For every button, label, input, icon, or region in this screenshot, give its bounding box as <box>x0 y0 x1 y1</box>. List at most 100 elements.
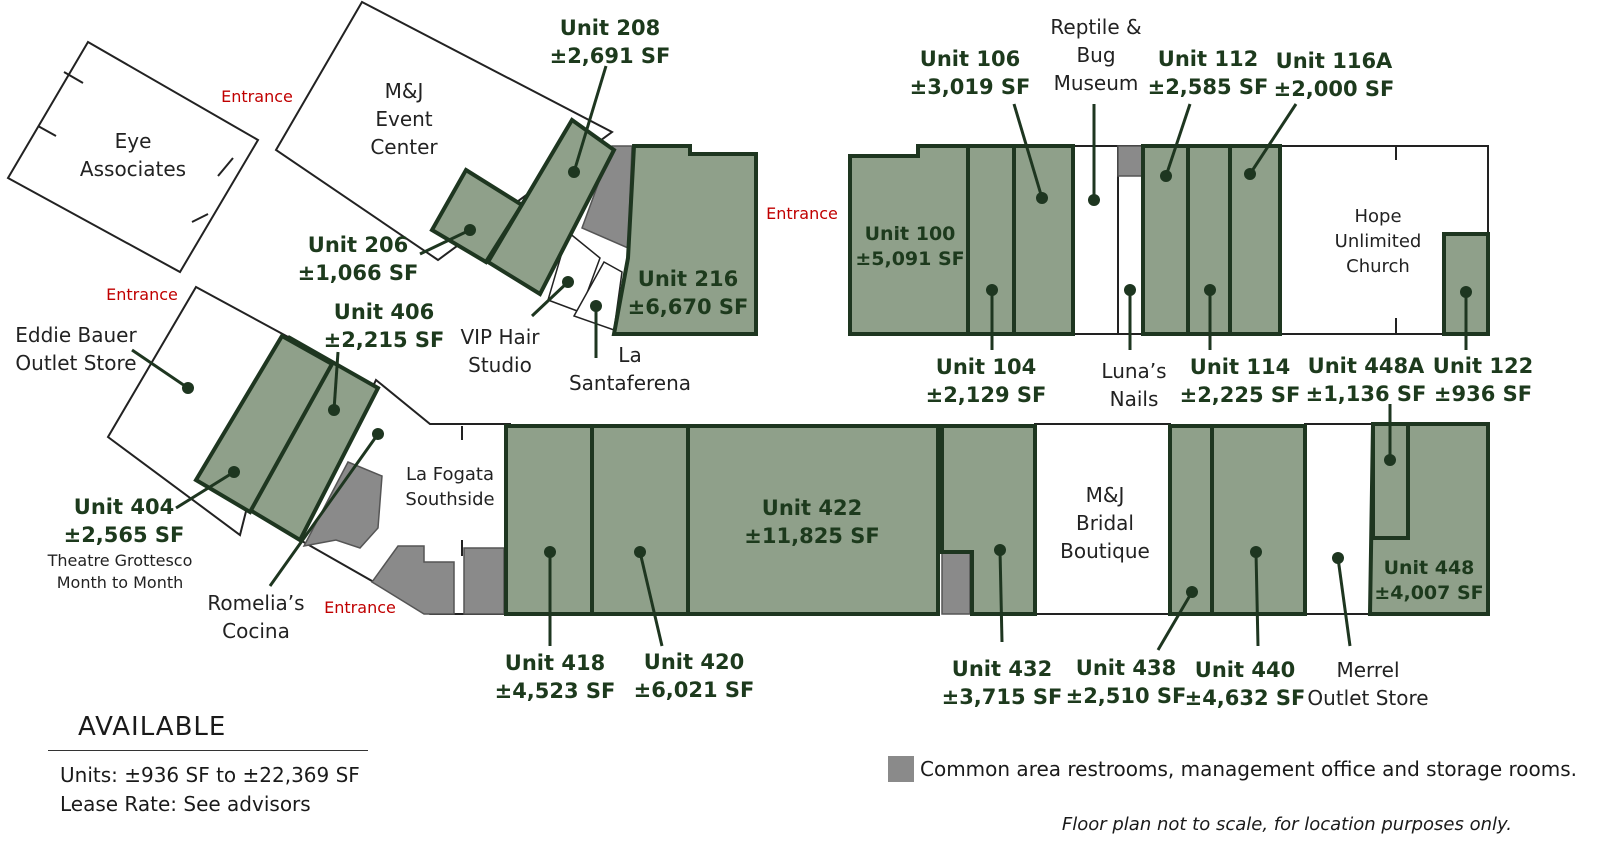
legend-lease-rate: Lease Rate: See advisors <box>60 792 311 816</box>
unit-114-name: Unit 114 <box>1190 355 1290 379</box>
eye-associates-label-2: Associates <box>80 157 186 181</box>
unit-438-sf: ±2,510 SF <box>1066 684 1187 708</box>
unit-432-sf: ±3,715 SF <box>942 685 1063 709</box>
common-area-swatch <box>888 756 914 782</box>
unit-106-space[interactable] <box>1012 144 1075 336</box>
romelias-label-2: Cocina <box>222 619 290 643</box>
unit-216-name: Unit 216 <box>638 267 738 291</box>
legend-units: Units: ±936 SF to ±22,369 SF <box>60 763 360 787</box>
common-area-closet-2 <box>941 551 971 615</box>
unit-420-name: Unit 420 <box>644 650 744 674</box>
santaferena-label-2: Santaferena <box>569 371 691 395</box>
unit-420-sf: ±6,021 SF <box>634 678 755 702</box>
lunas-label-2: Nails <box>1110 387 1159 411</box>
merrel-space <box>1304 423 1374 615</box>
unit-208-name: Unit 208 <box>560 16 660 40</box>
mj-event-label-3: Center <box>370 135 438 159</box>
reptile-label-3: Museum <box>1054 71 1139 95</box>
unit-216-space[interactable] <box>611 144 758 336</box>
legend-divider <box>48 750 368 751</box>
reptile-label-2: Bug <box>1076 43 1115 67</box>
unit-116a-sf: ±2,000 SF <box>1274 77 1395 101</box>
unit-418-space[interactable] <box>504 424 594 616</box>
entrance-label-south: Entrance <box>324 598 396 617</box>
hope-label-2: Unlimited <box>1335 231 1422 252</box>
unit-420-space[interactable] <box>590 424 690 616</box>
unit-448a-name: Unit 448A <box>1308 354 1425 378</box>
unit-440-name: Unit 440 <box>1195 658 1295 682</box>
unit-104-name: Unit 104 <box>936 355 1036 379</box>
unit-208-space[interactable] <box>485 117 617 297</box>
unit-116a-name: Unit 116A <box>1276 49 1393 73</box>
unit-432-name: Unit 432 <box>952 657 1052 681</box>
unit-418-sf: ±4,523 SF <box>495 679 616 703</box>
reptile-label-1: Reptile & <box>1050 15 1141 39</box>
unit-122-sf: ±936 SF <box>1434 382 1532 406</box>
unit-422-sf: ±11,825 SF <box>744 524 879 548</box>
merrel-label-2: Outlet Store <box>1307 686 1428 710</box>
unit-432-space[interactable] <box>940 424 1037 616</box>
mj-bridal-label-3: Boutique <box>1060 539 1150 563</box>
unit-448-space[interactable] <box>1367 422 1490 616</box>
unit-448-name: Unit 448 <box>1384 557 1475 579</box>
unit-206-name: Unit 206 <box>308 233 408 257</box>
unit-206-sf: ±1,066 SF <box>298 261 419 285</box>
lunas-label-1: Luna’s <box>1101 359 1166 383</box>
available-legend: AVAILABLE Units: ±936 SF to ±22,369 SF L… <box>48 712 368 819</box>
unit-112-name: Unit 112 <box>1158 47 1258 71</box>
hope-label-3: Church <box>1346 256 1410 277</box>
unit-106-name: Unit 106 <box>920 47 1020 71</box>
unit-100-sf: ±5,091 SF <box>855 248 964 270</box>
eye-associates-space <box>6 40 260 274</box>
unit-448a-outline[interactable] <box>1371 424 1410 540</box>
unit-104-sf: ±2,129 SF <box>926 383 1047 407</box>
common-area-office <box>370 545 455 615</box>
legend-title: AVAILABLE <box>78 712 227 742</box>
unit-418-name: Unit 418 <box>505 651 605 675</box>
entrance-label-center: Entrance <box>766 204 838 223</box>
fogata-label-2: Southside <box>405 489 494 510</box>
hope-label-1: Hope <box>1354 206 1401 227</box>
unit-216-sf: ±6,670 SF <box>628 295 749 319</box>
unit-104-space[interactable] <box>966 144 1016 336</box>
unit-122-name: Unit 122 <box>1433 354 1533 378</box>
vip-hair-label-2: Studio <box>468 353 532 377</box>
common-area-storage <box>302 461 383 549</box>
romelias-label-1: Romelia’s <box>207 591 304 615</box>
unit-100-name: Unit 100 <box>865 223 956 245</box>
unit-422-space[interactable] <box>686 424 940 616</box>
vip-hair-label-1: VIP Hair <box>460 325 540 349</box>
fogata-label-1: La Fogata <box>406 464 494 485</box>
unit-116a-space[interactable] <box>1228 144 1282 336</box>
mj-bridal-label-1: M&J <box>1086 483 1125 507</box>
unit-404-name: Unit 404 <box>74 495 174 519</box>
unit-438-space[interactable] <box>1168 424 1214 616</box>
unit-440-space[interactable] <box>1210 424 1307 616</box>
unit-438-name: Unit 438 <box>1076 656 1176 680</box>
entrance-label-north: Entrance <box>221 87 293 106</box>
common-area-key-text: Common area restrooms, management office… <box>920 757 1578 781</box>
unit-404-sf: ±2,565 SF <box>64 523 185 547</box>
eddie-bauer-label-2: Outlet Store <box>15 351 136 375</box>
eddie-bauer-label-1: Eddie Bauer <box>15 323 137 347</box>
unit-406-name: Unit 406 <box>334 300 434 324</box>
entrance-label-west: Entrance <box>106 285 178 304</box>
mj-bridal-label-2: Bridal <box>1076 511 1134 535</box>
unit-422-name: Unit 422 <box>762 496 862 520</box>
unit-114-sf: ±2,225 SF <box>1180 383 1301 407</box>
unit-440-sf: ±4,632 SF <box>1185 686 1306 710</box>
mj-bridal-space <box>1034 423 1171 615</box>
scale-disclaimer: Floor plan not to scale, for location pu… <box>1061 814 1512 835</box>
common-area-closet <box>463 547 505 615</box>
unit-112-sf: ±2,585 SF <box>1148 75 1269 99</box>
unit-106-sf: ±3,019 SF <box>910 75 1031 99</box>
santaferena-label-1: La <box>618 343 641 367</box>
unit-404-note-term: Month to Month <box>57 573 184 592</box>
mj-event-label-2: Event <box>375 107 432 131</box>
unit-208-sf: ±2,691 SF <box>550 44 671 68</box>
eye-associates-label-1: Eye <box>115 129 152 153</box>
unit-406-sf: ±2,215 SF <box>324 328 445 352</box>
mj-event-label-1: M&J <box>385 79 424 103</box>
common-area-key: Common area restrooms, management office… <box>888 756 1577 782</box>
